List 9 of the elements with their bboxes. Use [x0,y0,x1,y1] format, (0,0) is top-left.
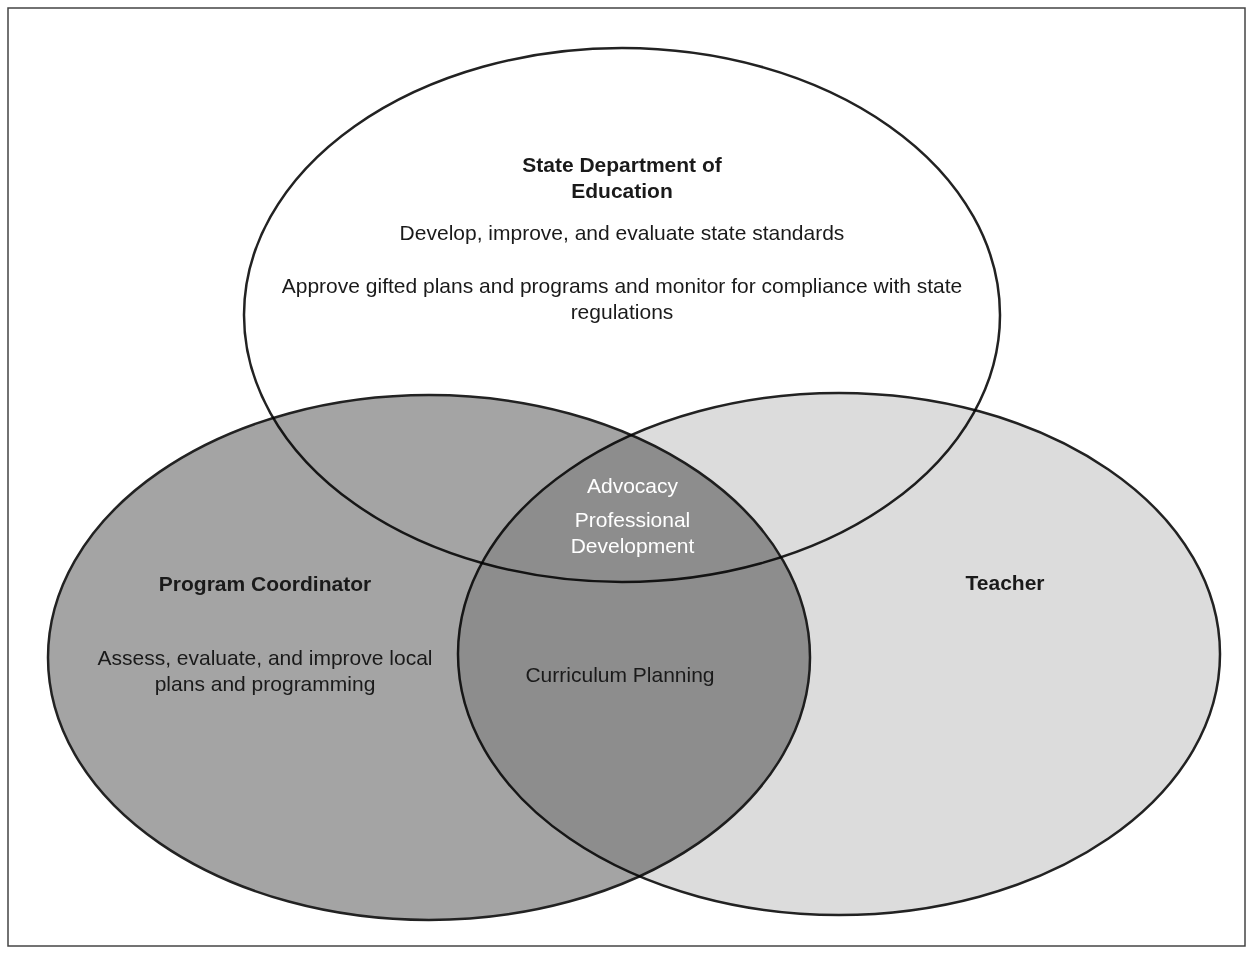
circle-text: Develop, improve, and evaluate state standards [398,220,846,246]
overlap-label: Professional Development [569,507,696,559]
circle-title: Program Coordinator [157,571,373,597]
circle-title: Teacher [964,570,1046,596]
overlap-label: Curriculum Planning [524,662,716,688]
overlap-label: Advocacy [585,473,679,499]
circle-text: Approve gifted plans and programs and monitor for compliance with state regulations [280,273,964,325]
circle-text: Assess, evaluate, and improve local plans and programming [96,645,434,697]
circle-title: State Department of Education [521,152,723,204]
